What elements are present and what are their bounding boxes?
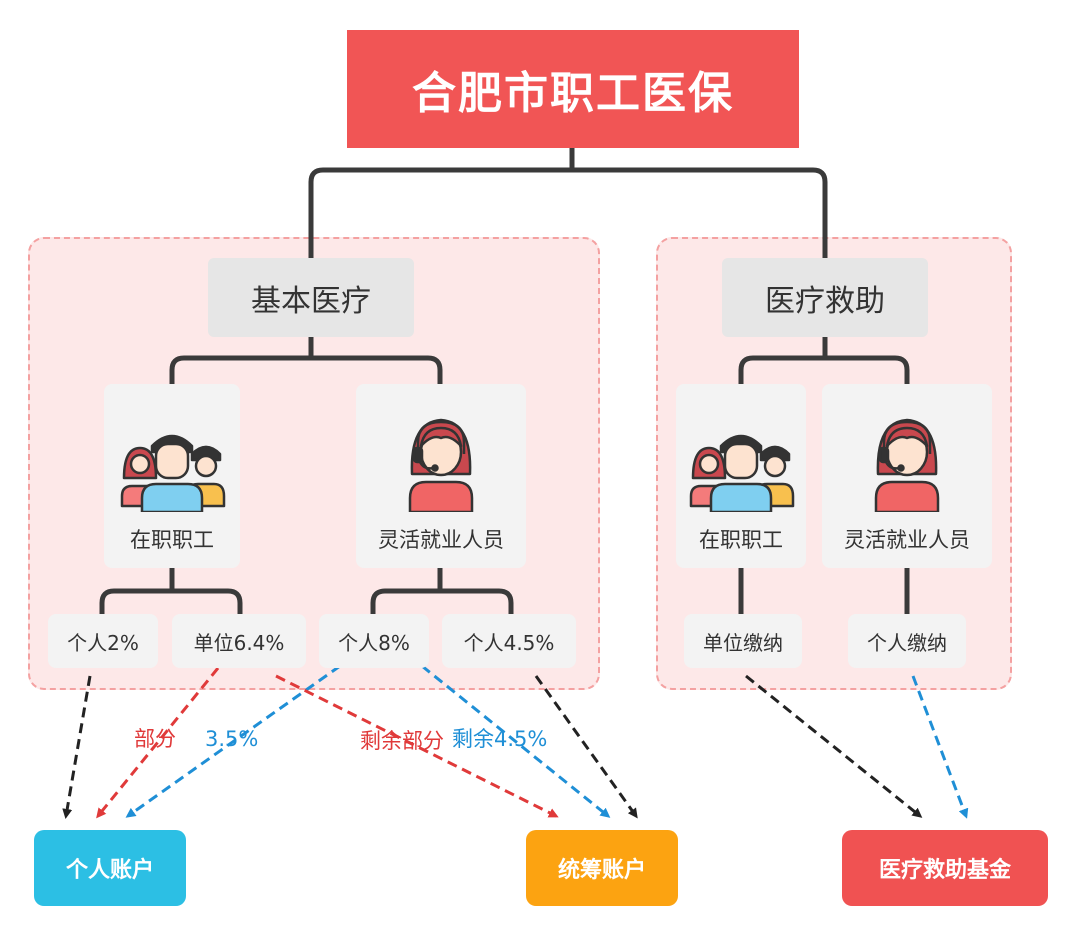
- contribution-personal-4-5: 个人4.5%: [442, 614, 576, 668]
- contribution-personal-8: 个人8%: [319, 614, 429, 668]
- card-aid-employee: 在职职工: [676, 384, 806, 568]
- connector-basic-flexible: [370, 568, 514, 614]
- account-personal-label: 个人账户: [65, 858, 154, 883]
- arrow-employer-pay-to-aid-fund: [745, 674, 923, 818]
- account-aid-fund-label: 医疗救助基金: [878, 858, 1011, 883]
- card-basic-flexible: 灵活就业人员: [356, 384, 526, 568]
- account-pooled: 统筹账户: [526, 830, 678, 906]
- contribution-personal-pay: 个人缴纳: [848, 614, 966, 668]
- arrow-personal8-to-personal-account: [125, 664, 341, 818]
- arrow-employer-to-pooled-account: [275, 674, 559, 818]
- team-icon: [120, 434, 226, 512]
- contribution-personal-8-label: 个人8%: [338, 630, 410, 655]
- contribution-personal-2: 个人2%: [48, 614, 158, 668]
- contribution-personal-2-label: 个人2%: [67, 630, 139, 655]
- flow-label-three-five: 3.5%: [205, 727, 259, 751]
- flow-label-part: 部分: [134, 727, 176, 751]
- arrow-personal4-5-to-pooled-account: [534, 675, 638, 819]
- section-basic-medical: 基本医疗: [208, 258, 414, 337]
- diagram-title: 合肥市职工医保: [412, 68, 734, 119]
- section-basic-medical-label: 基本医疗: [251, 283, 371, 319]
- connector-basic-branches: [169, 337, 443, 384]
- card-aid-flexible-label: 灵活就业人员: [844, 528, 970, 552]
- contribution-employer-pay: 单位缴纳: [684, 614, 802, 668]
- contribution-personal-pay-label: 个人缴纳: [867, 630, 947, 655]
- headset-operator-icon: [408, 418, 474, 512]
- section-medical-aid-label: 医疗救助: [765, 283, 885, 319]
- flow-label-remaining-part: 剩余部分: [360, 729, 444, 753]
- connector-title-branches: [308, 167, 828, 262]
- title-box: 合肥市职工医保: [347, 30, 799, 148]
- card-basic-employee: 在职职工: [104, 384, 240, 568]
- flow-label-remaining-four-five: 剩余4.5%: [452, 727, 548, 751]
- contribution-employer-6-4-label: 单位6.4%: [193, 630, 285, 655]
- connector-aid-branches: [738, 337, 910, 384]
- account-pooled-label: 统筹账户: [557, 858, 646, 883]
- arrow-personal2-to-personal-account: [62, 675, 92, 819]
- card-aid-flexible: 灵活就业人员: [822, 384, 992, 568]
- account-personal: 个人账户: [34, 830, 186, 906]
- contribution-employer-pay-label: 单位缴纳: [703, 630, 783, 655]
- team-icon: [689, 434, 795, 512]
- card-basic-flexible-label: 灵活就业人员: [378, 528, 504, 552]
- section-medical-aid: 医疗救助: [722, 258, 928, 337]
- card-basic-employee-label: 在职职工: [130, 528, 214, 552]
- contribution-personal-4-5-label: 个人4.5%: [463, 630, 555, 655]
- headset-operator-icon: [874, 418, 940, 512]
- contribution-employer-6-4: 单位6.4%: [172, 614, 306, 668]
- arrow-personal8-to-pooled-account: [421, 664, 611, 818]
- account-aid-fund: 医疗救助基金: [842, 830, 1048, 906]
- arrow-personal-pay-to-aid-fund: [911, 675, 969, 819]
- card-aid-employee-label: 在职职工: [699, 528, 783, 552]
- connector-basic-employee: [99, 568, 243, 614]
